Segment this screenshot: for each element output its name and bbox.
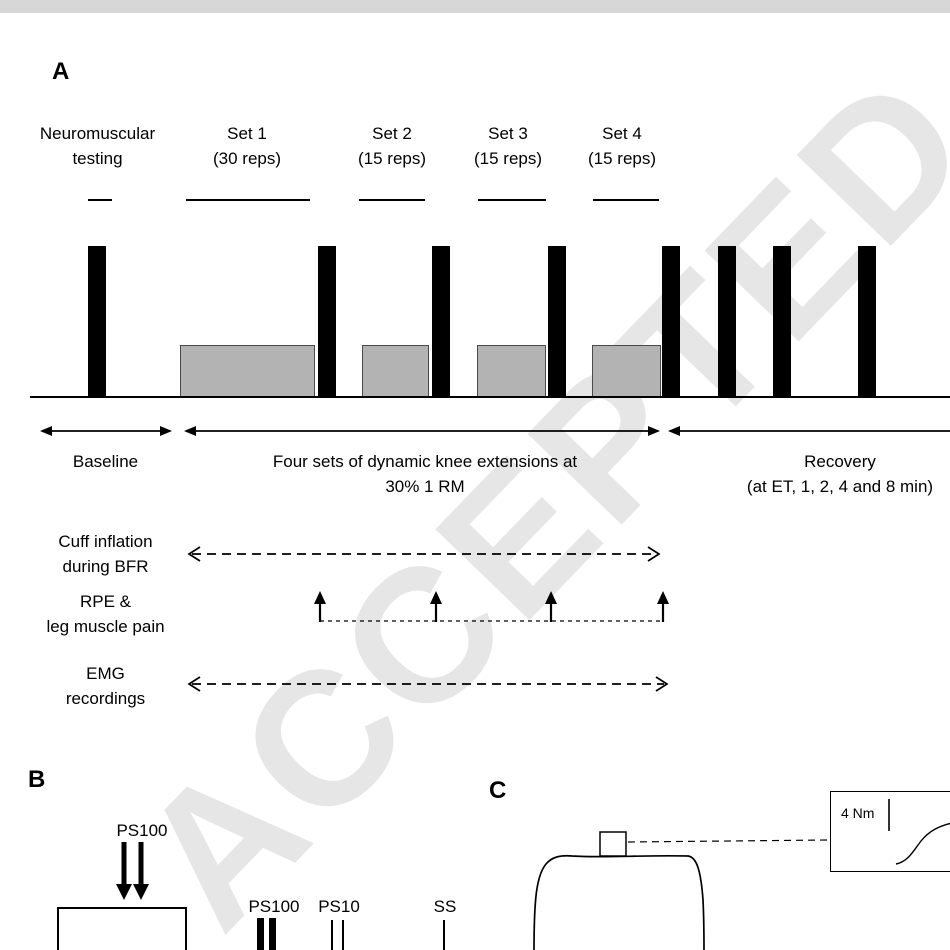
label-set-4: Set 4 (15 reps) — [562, 121, 682, 171]
testing-bar-after-set3 — [548, 246, 566, 398]
exercise-phase-line2: 30% 1 RM — [385, 477, 465, 496]
testing-bar-after-set1 — [318, 246, 336, 398]
testing-bar-after-set2 — [432, 246, 450, 398]
label-line2: (15 reps) — [357, 149, 427, 168]
exercise-set-block-1 — [180, 345, 315, 398]
sequence-label-ps100: PS100 — [248, 897, 300, 916]
panel-b-label: B — [28, 766, 46, 793]
underline-neuromuscular — [88, 199, 112, 201]
recovery-phase-label: Recovery (at ET, 1, 2, 4 and 8 min) — [690, 449, 950, 499]
label-line1: Set 1 — [227, 124, 267, 143]
label-line1: Set 2 — [372, 124, 412, 143]
page-top-strip — [0, 0, 950, 13]
trace-zoom-box — [599, 831, 627, 857]
label-neuromuscular-testing: Neuromuscular testing — [15, 121, 180, 171]
underline-set-2 — [359, 199, 425, 201]
exercise-set-block-3 — [477, 345, 546, 398]
cuff-line2: during BFR — [62, 557, 149, 576]
label-line2: (30 reps) — [212, 149, 282, 168]
label-line1: Neuromuscular — [39, 124, 156, 143]
testing-bar-baseline — [88, 246, 106, 398]
ps10-pulse-ticks — [331, 920, 344, 950]
cuff-inflation-label: Cuff inflation during BFR — [28, 529, 183, 579]
sequence-label-ps10: PS10 — [318, 897, 360, 916]
stimulator-box — [57, 907, 187, 950]
exercise-set-block-4 — [592, 345, 661, 398]
torque-trace — [533, 854, 705, 950]
testing-bar-et — [662, 246, 680, 398]
recovery-phase-line1: Recovery — [804, 452, 876, 471]
label-line2: (15 reps) — [473, 149, 543, 168]
panel-a-label: A — [52, 58, 70, 85]
sequence-label-ss: SS — [433, 897, 457, 916]
label-set-2: Set 2 (15 reps) — [332, 121, 452, 171]
underline-set-3 — [478, 199, 546, 201]
label-line2: testing — [72, 149, 123, 168]
rpe-pain-label: RPE & leg muscle pain — [18, 589, 193, 639]
zoom-connector-line — [627, 839, 829, 843]
label-line2: (15 reps) — [587, 149, 657, 168]
emg-line1: EMG — [86, 664, 125, 683]
cuff-line1: Cuff inflation — [58, 532, 153, 551]
torque-inset-box — [830, 791, 950, 872]
underline-set-1 — [186, 199, 310, 201]
label-line1: Set 4 — [602, 124, 642, 143]
emg-line2: recordings — [65, 689, 146, 708]
baseline-phase-label: Baseline — [72, 452, 139, 471]
exercise-phase-line1: Four sets of dynamic knee extensions at — [272, 452, 578, 471]
baseline-phase-arrow — [40, 426, 172, 436]
panel-c-label: C — [489, 777, 507, 804]
testing-bar-recovery-2 — [773, 246, 791, 398]
label-set-3: Set 3 (15 reps) — [448, 121, 568, 171]
testing-bar-recovery-1 — [718, 246, 736, 398]
rpe-line1: RPE & — [79, 592, 132, 611]
label-set-1: Set 1 (30 reps) — [187, 121, 307, 171]
exercise-phase-label: Four sets of dynamic knee extensions at … — [190, 449, 660, 499]
torque-scale-label: 4 Nm — [841, 805, 875, 821]
emg-recordings-label: EMG recordings — [28, 661, 183, 711]
rpe-up-arrow-4 — [657, 591, 669, 622]
ps100-stimulus-label: PS100 — [116, 821, 168, 840]
label-line1: Set 3 — [488, 124, 528, 143]
testing-bar-recovery-4 — [858, 246, 876, 398]
rpe-line2: leg muscle pain — [46, 617, 165, 636]
timeline-axis — [30, 396, 950, 398]
stimulus-down-arrow-1 — [116, 842, 132, 900]
recovery-phase-line2: (at ET, 1, 2, 4 and 8 min) — [746, 477, 934, 496]
underline-set-4 — [593, 199, 659, 201]
exercise-set-block-2 — [362, 345, 429, 398]
